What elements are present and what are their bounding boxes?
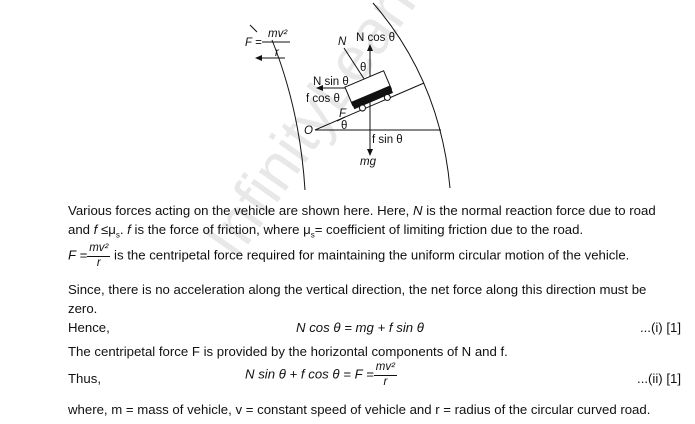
nsin-arrowhead [316, 85, 323, 91]
text: N sin θ + f cos θ = F = [245, 366, 374, 382]
text: Various forces acting on the vehicle are… [68, 203, 414, 218]
label-fsin: f sin θ [372, 134, 403, 146]
banked-road-force-diagram: F = mv² r N N cos θ θ N sin θ f cos θ F … [245, 2, 451, 190]
text: mv² [373, 361, 397, 376]
tick-mark [249, 24, 258, 33]
paragraph-5: The centripetal force F is provided by t… [68, 344, 508, 359]
label-F-small: F [339, 108, 347, 120]
text: is the centripetal force required for ma… [110, 247, 630, 263]
label-fcos: f cos θ [306, 93, 340, 105]
text: F = [68, 247, 88, 263]
friction-arrow [336, 116, 346, 122]
equation-1-tag: ...(i) [1] [639, 320, 681, 335]
text: N [413, 203, 423, 218]
label-mg: mg [360, 156, 377, 168]
text: r [96, 256, 101, 269]
label-F: F = [245, 37, 262, 49]
vehicle-icon [344, 70, 393, 112]
label-O: O [304, 125, 313, 137]
text: s [115, 230, 120, 240]
text: is the force of friction, where μ [130, 222, 311, 237]
equation-1: N cos θ = mg + f sin θ [296, 320, 424, 335]
label-Ncos: N cos θ [356, 32, 395, 44]
text: f [93, 222, 98, 237]
paragraph-2: and f ≤μs. f is the force of friction, w… [68, 222, 583, 240]
text: . [119, 222, 128, 237]
label-F-den: r [275, 47, 280, 59]
paragraph-1: Various forces acting on the vehicle are… [68, 203, 656, 218]
text: and [68, 222, 94, 237]
thus-label: Thus, [68, 371, 101, 386]
text: f [127, 222, 131, 237]
outer-road-arc [372, 2, 451, 189]
mg-arrowhead [367, 149, 373, 156]
inner-road-arc [271, 39, 306, 190]
text: = coefficient of limiting friction due t… [314, 222, 584, 237]
label-Nsin: N sin θ [313, 76, 349, 88]
label-theta-angle: θ [341, 120, 347, 132]
ncos-arrowhead [367, 44, 373, 51]
text: ≤μ [97, 222, 116, 237]
text: is the normal reaction force due to road [422, 203, 656, 218]
text: mv² [87, 242, 111, 257]
label-F-num: mv² [268, 28, 288, 40]
label-theta-top: θ [360, 62, 366, 74]
equation-2-tag: ...(ii) [1] [637, 371, 681, 386]
label-N: N [338, 36, 347, 48]
paragraph-4b: zero. [68, 301, 98, 316]
paragraph-4: Since, there is no acceleration along th… [68, 282, 647, 297]
hence-label: Hence, [68, 320, 110, 335]
paragraph-6: where, m = mass of vehicle, v = constant… [68, 402, 651, 417]
text: r [383, 375, 388, 388]
centripetal-arrowhead [255, 55, 262, 61]
text: s [310, 230, 315, 240]
